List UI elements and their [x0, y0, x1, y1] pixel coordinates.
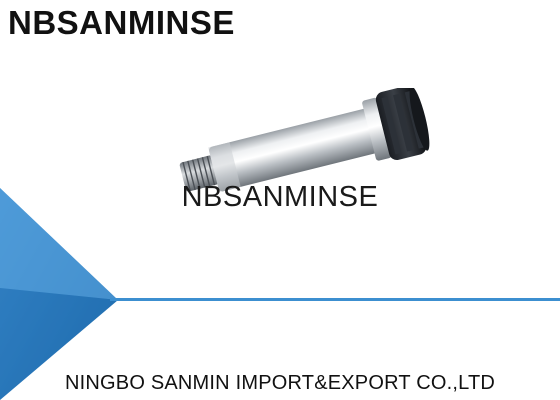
watermark-text: NBSANMINSE — [181, 181, 379, 213]
blue-triangle-decoration — [0, 188, 118, 400]
product-image — [179, 88, 430, 193]
brand-title: NBSANMINSE — [8, 4, 235, 41]
blue-divider-line — [110, 298, 560, 301]
company-name: NINGBO SANMIN IMPORT&EXPORT CO.,LTD — [64, 372, 496, 394]
